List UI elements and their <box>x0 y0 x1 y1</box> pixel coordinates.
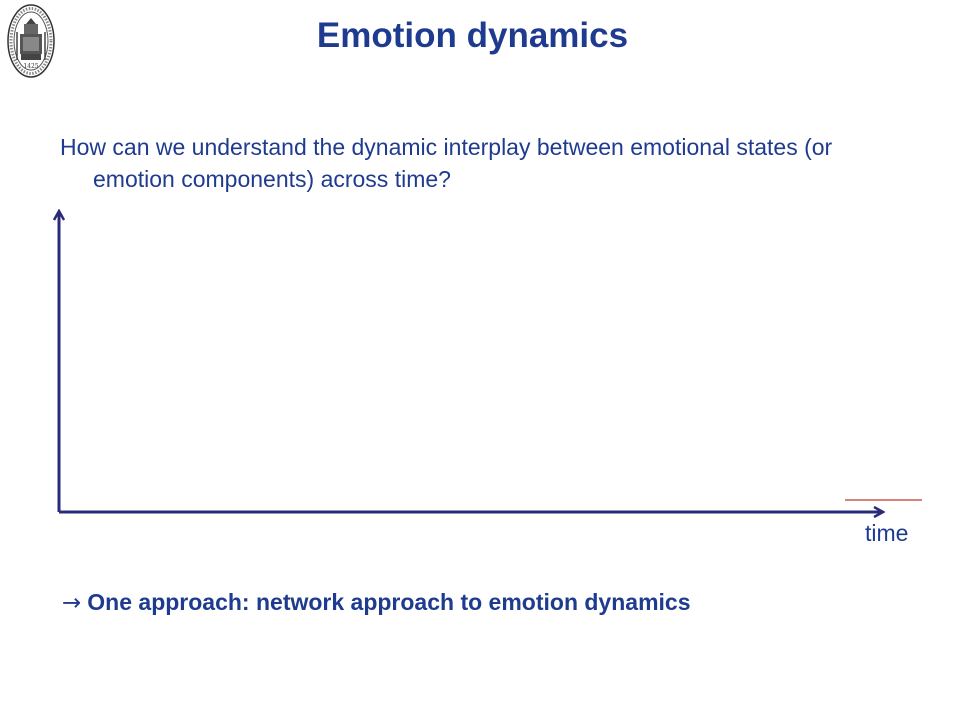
right-arrow-icon: → <box>62 590 82 616</box>
slide-title: Emotion dynamics <box>316 16 629 55</box>
conclusion-text: →One approach: network approach to emoti… <box>62 586 922 619</box>
university-seal-icon: 1425 <box>6 2 56 80</box>
question-text: How can we understand the dynamic interp… <box>60 134 833 192</box>
conclusion-label: One approach: network approach to emotio… <box>87 589 691 615</box>
svg-text:1425: 1425 <box>23 63 38 70</box>
x-axis-label: time <box>865 520 909 546</box>
